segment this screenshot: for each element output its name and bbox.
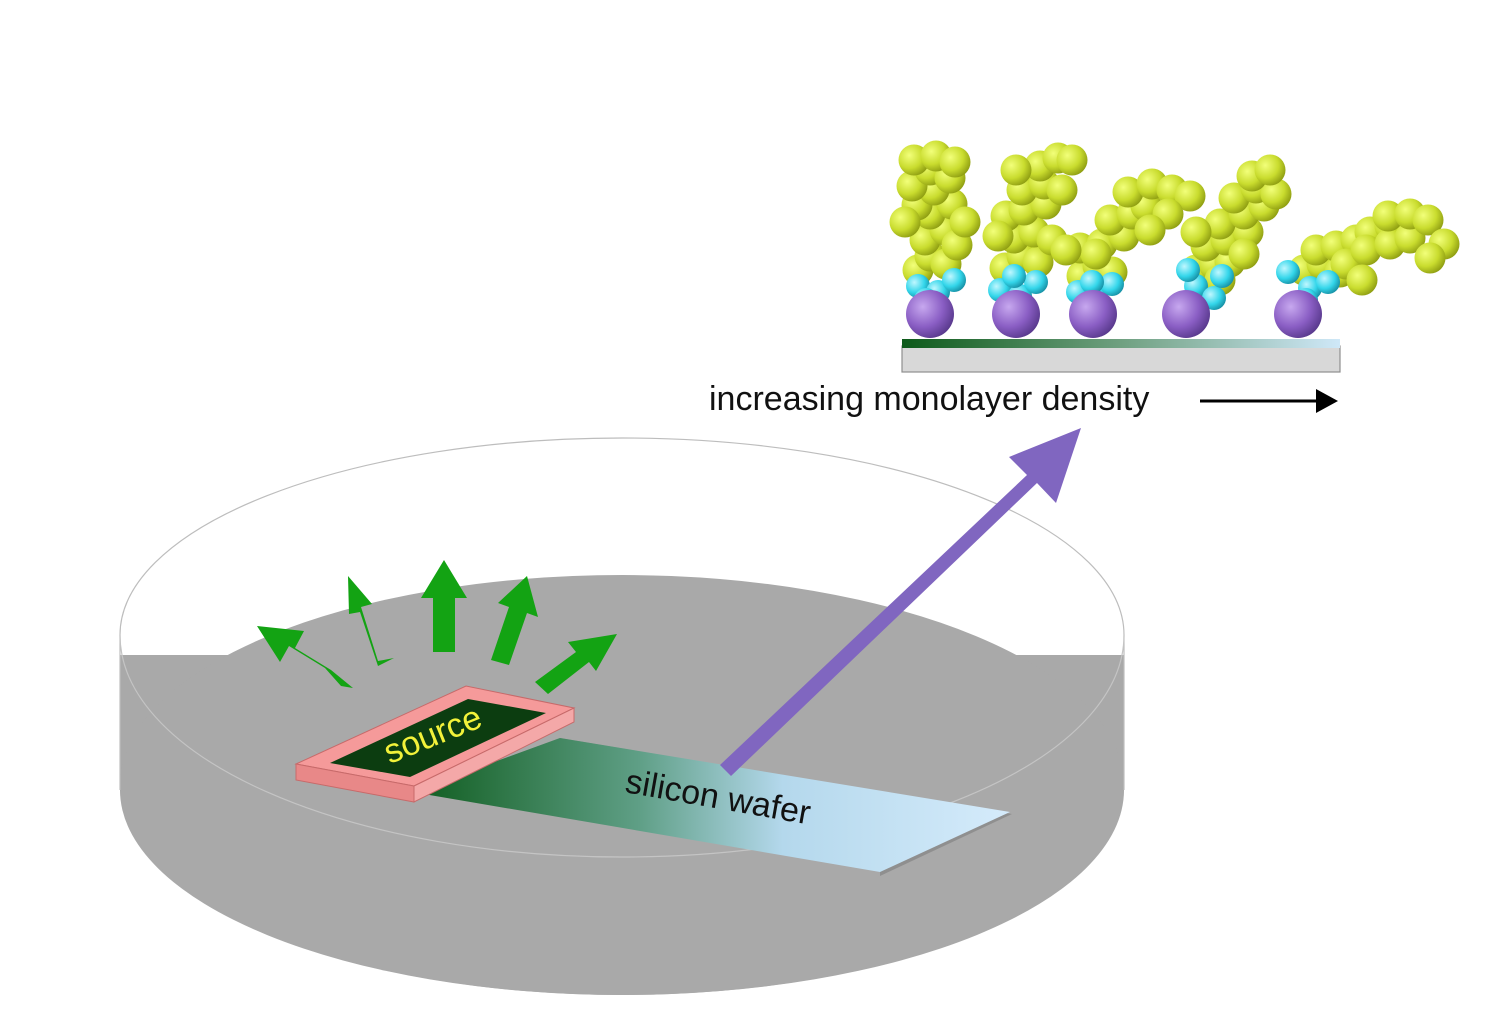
vapor-arrow-icon [257, 626, 353, 688]
linker-atom [1100, 272, 1124, 296]
tail-atom [1180, 216, 1212, 248]
linker-atom [1202, 286, 1226, 310]
molecule-icon [982, 142, 1088, 338]
linker-atom [1176, 258, 1200, 282]
tail-atom [982, 220, 1014, 252]
anchor-atom [1069, 290, 1117, 338]
tail-atom [1080, 238, 1112, 270]
tail-atom [1134, 214, 1166, 246]
anchor-atom [1162, 290, 1210, 338]
source-slide: source [294, 685, 576, 803]
petri-dish [119, 437, 1125, 995]
anchor-atom [1274, 290, 1322, 338]
dish-front-rim [119, 634, 1125, 858]
anchor-atom [906, 290, 954, 338]
tail-atom [1174, 180, 1206, 212]
vapor-arrow-icon [535, 634, 617, 694]
tail-atom [1228, 238, 1260, 270]
tail-atom [1112, 176, 1144, 208]
tail-atom [939, 146, 971, 178]
vapor-arrow-icon [491, 576, 538, 665]
source-frame-right [413, 707, 575, 803]
tail-atom [1350, 234, 1382, 266]
silicon-wafer [412, 738, 1012, 876]
molecules [889, 140, 1460, 338]
linker-atom [1002, 264, 1026, 288]
molecule-icon [1050, 168, 1206, 338]
linker-atom [1276, 260, 1300, 284]
anchor-atom [992, 290, 1040, 338]
tail-atom [1022, 246, 1054, 278]
tail-atom [1346, 264, 1378, 296]
tail-atom [1056, 144, 1088, 176]
vapor-arrow-icon [421, 560, 467, 652]
tail-atom [1204, 208, 1236, 240]
source-fill [330, 699, 546, 777]
linker-atom [1080, 270, 1104, 294]
tail-atom [1260, 178, 1292, 210]
linker-atom [1316, 270, 1340, 294]
tail-atom [1414, 242, 1446, 274]
density-label: increasing monolayer density [709, 380, 1149, 418]
density-arrow-icon [1200, 389, 1338, 413]
tail-atom [889, 206, 921, 238]
linker-atom [1024, 270, 1048, 294]
tail-atom [1050, 234, 1082, 266]
tail-atom [1046, 174, 1078, 206]
vapor-arrows [257, 560, 617, 694]
wafer-surface [412, 738, 1010, 872]
dish-back-rim [119, 437, 1125, 636]
substrate-base [901, 345, 1341, 373]
molecule-icon [1274, 198, 1460, 338]
density-gradient-bar [902, 339, 1340, 348]
molecule-icon [889, 140, 981, 338]
molecule-icon [1162, 154, 1292, 338]
tail-atom [1412, 204, 1444, 236]
linker-atom [1210, 264, 1234, 288]
vapor-arrow-icon [348, 576, 394, 666]
monolayer-panel: increasing monolayer density [709, 140, 1460, 418]
tail-atom [1254, 154, 1286, 186]
tail-atom [949, 206, 981, 238]
tail-atom [1000, 154, 1032, 186]
linker-atom [942, 268, 966, 292]
transfer-arrow-icon [720, 428, 1081, 776]
